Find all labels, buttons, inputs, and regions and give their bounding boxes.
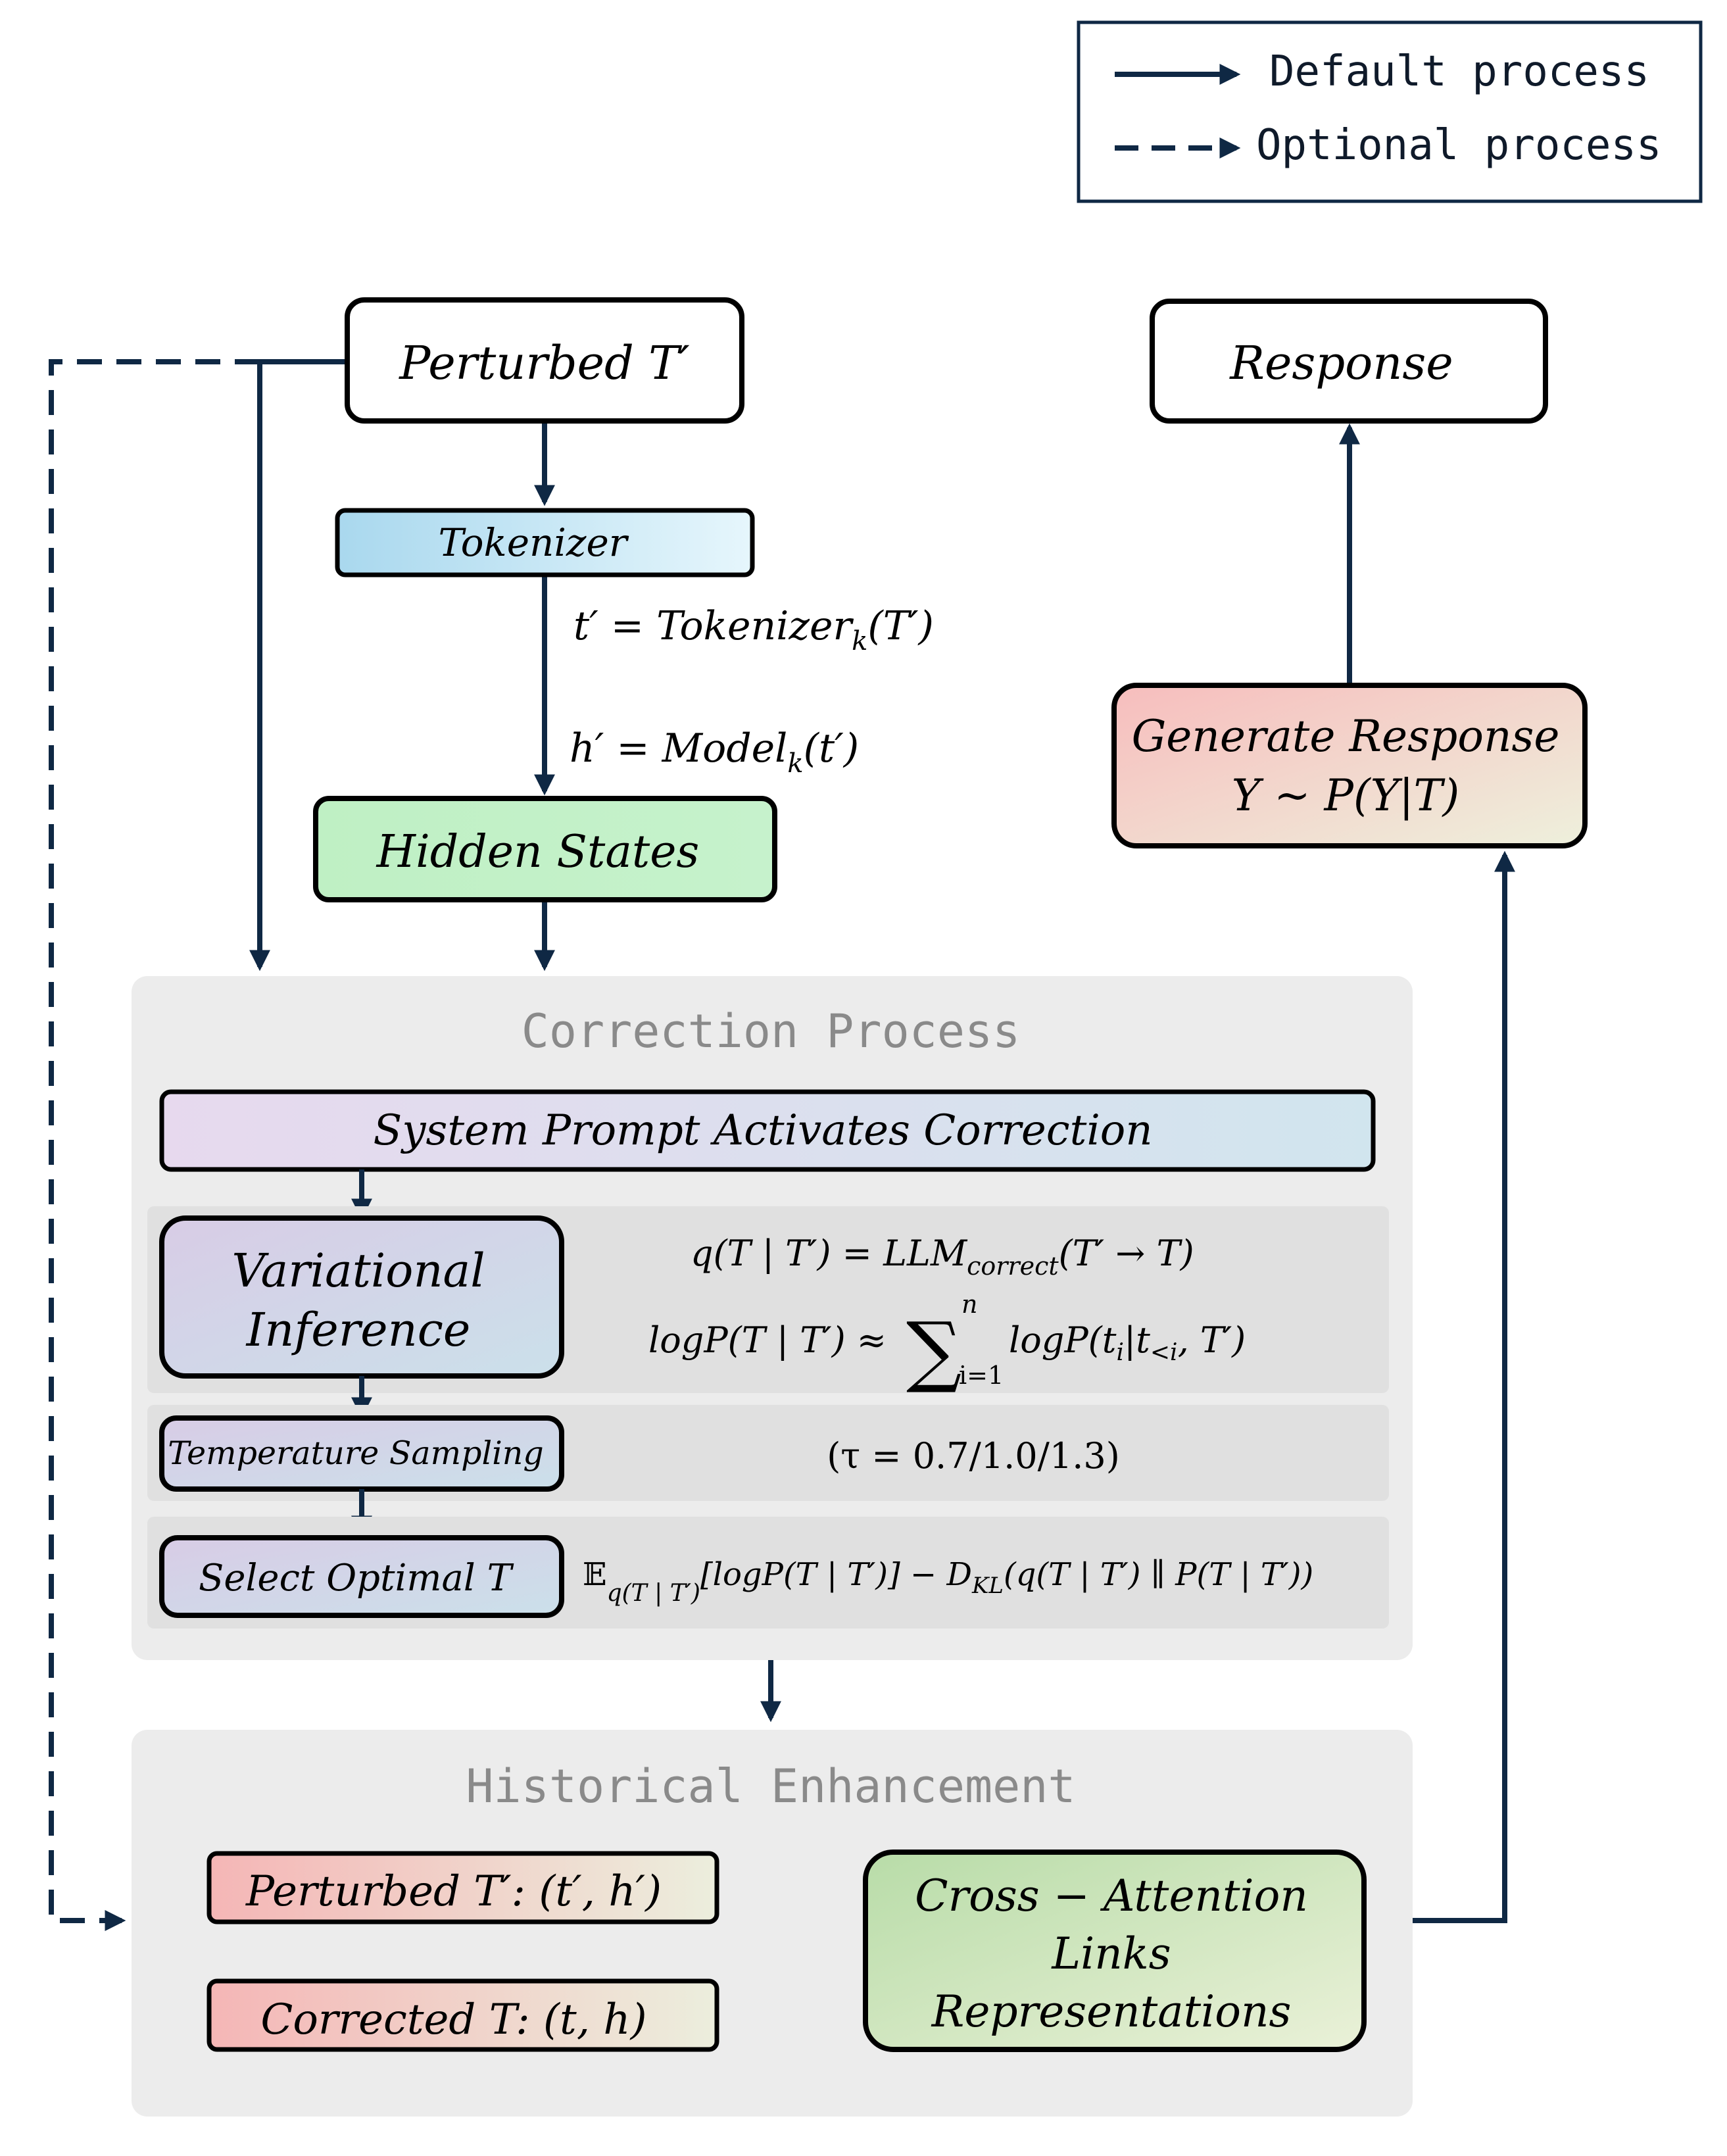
- generate-response-node: Generate Response Y ~ P(Y|T): [1111, 683, 1588, 848]
- q-eq-sub: correct: [967, 1252, 1059, 1281]
- q-equation: q(T | T′) = LLMcorrect(T′ → T): [691, 1233, 1194, 1281]
- dashed-optional-path: [49, 359, 260, 1931]
- temp-values: (τ = 0.7/1.0/1.3): [827, 1435, 1120, 1477]
- response-label: Response: [1228, 336, 1453, 390]
- corrected-pair-box: [207, 1978, 719, 2052]
- sum-symbol: ∑: [906, 1305, 961, 1396]
- hidden-states-label: Hidden States: [376, 826, 700, 878]
- log-rhs-a: logP(t: [1009, 1319, 1117, 1361]
- elbo-e: 𝔼: [583, 1556, 607, 1593]
- legend-default-label: Default process: [1269, 47, 1649, 96]
- tokenizer-label: Tokenizer: [438, 520, 629, 565]
- log-rhs: logP(ti|t<i, T′): [1009, 1319, 1246, 1366]
- cross-attention-line2: Links: [1051, 1928, 1171, 1979]
- historical-title: Historical Enhancement: [466, 1759, 1075, 1813]
- elbo-sub: q(T | T′): [607, 1580, 700, 1607]
- perturbed-pair-box: [207, 1851, 719, 1924]
- perturbed-label: Perturbed T′: [398, 336, 690, 390]
- response-box: [1150, 299, 1548, 424]
- model-equation: h′ = Modelk(t′): [570, 725, 859, 779]
- system-prompt-label: System Prompt Activates Correction: [373, 1106, 1152, 1155]
- perturbed-pair-label: Perturbed T′: (t′, h′): [245, 1867, 662, 1916]
- hidden-states-node: Hidden States: [313, 796, 777, 902]
- model-eq-main: h′ = Model: [570, 725, 787, 772]
- tokenizer-box: [335, 508, 755, 577]
- correction-panel: Correction Process System Prompt Activat…: [132, 976, 1413, 1660]
- vi-line1: Variational: [231, 1244, 485, 1298]
- generate-response-box: [1111, 683, 1588, 848]
- cross-attention-box: [863, 1850, 1367, 2052]
- generate-response-line1: Generate Response: [1132, 711, 1560, 762]
- log-rhs-lt: <i: [1150, 1339, 1178, 1366]
- historical-panel: Historical Enhancement Perturbed T′: (t′…: [132, 1730, 1413, 2117]
- tokenizer-eq-main: t′ = Tokenizer: [573, 603, 854, 649]
- cross-attention-line1: Cross − Attention: [915, 1871, 1308, 1921]
- elbo-equation: 𝔼q(T | T′)[logP(T | T′)] − DKL(q(T | T′)…: [583, 1556, 1313, 1607]
- model-eq-sub: k: [787, 748, 803, 779]
- correction-title: Correction Process: [522, 1004, 1021, 1058]
- legend-optional-label: Optional process: [1256, 121, 1662, 170]
- select-box: [159, 1535, 564, 1618]
- q-eq-main: q(T | T′) = LLM: [691, 1233, 968, 1274]
- perturbed-to-correction-arrow: [249, 359, 345, 971]
- tokenizer-eq-sub: k: [852, 626, 867, 656]
- corrected-pair-label: Corrected T: (t, h): [260, 1996, 646, 2044]
- generate-response-line2: Y ~ P(Y|T): [1232, 770, 1460, 821]
- tokenizer-node: Tokenizer: [335, 508, 755, 577]
- response-node: Response: [1150, 299, 1548, 424]
- vi-line2: Inference: [245, 1303, 471, 1357]
- temp-label: Temperature Sampling: [168, 1434, 543, 1472]
- legend: Default process Optional process: [1077, 20, 1703, 203]
- hidden-states-box: [313, 796, 777, 902]
- sum-lower: i=1: [959, 1361, 1004, 1390]
- system-prompt-box: [159, 1089, 1376, 1172]
- log-rhs-i: i: [1116, 1339, 1124, 1366]
- model-eq-arg: (t′): [804, 725, 860, 772]
- tokenizer-eq-arg: (T′): [867, 603, 933, 649]
- perturbed-box: [345, 297, 744, 424]
- elbo-kl: KL: [971, 1573, 1004, 1599]
- log-lhs: logP(T | T′) ≈: [648, 1319, 887, 1361]
- legend-box: [1077, 20, 1703, 203]
- select-label: Select Optimal T: [199, 1557, 514, 1600]
- perturbed-node: Perturbed T′: [345, 297, 744, 424]
- cross-to-generate-arrow: [1413, 850, 1515, 1923]
- sum-upper: n: [961, 1290, 977, 1319]
- tokenizer-equation: t′ = Tokenizerk(T′): [573, 603, 934, 656]
- elbo-rest: (q(T | T′) ∥ P(T | T′)): [1004, 1556, 1313, 1593]
- log-rhs-c: , T′): [1178, 1319, 1246, 1361]
- log-rhs-b: |t: [1124, 1319, 1150, 1361]
- cross-attention-line3: Representations: [931, 1986, 1292, 2037]
- elbo-main: [logP(T | T′)] − D: [700, 1556, 972, 1593]
- q-eq-arg: (T′ → T): [1059, 1233, 1194, 1274]
